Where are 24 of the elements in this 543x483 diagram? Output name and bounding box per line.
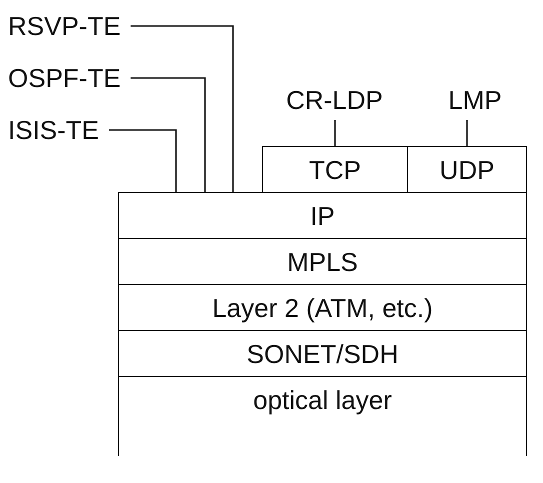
connector-line [334,120,336,146]
layer-label: MPLS [287,248,358,274]
layer-box [407,146,527,193]
layer-label: TCP [309,156,361,182]
layer-label: SONET/SDH [246,340,398,366]
connector-line [109,129,177,192]
connector-line [130,25,234,192]
protocol-label: LMP [448,87,502,113]
layer-label: UDP [440,156,494,182]
layer-box [118,376,527,456]
layer-box [118,192,527,239]
protocol-label: OSPF-TE [8,65,121,91]
protocol-label: RSVP-TE [8,13,121,39]
protocol-label: ISIS-TE [8,117,100,143]
layer-box [118,238,527,285]
connector-line [466,120,468,146]
layer-label: optical layer [253,387,392,417]
layer-label: IP [310,202,335,228]
protocol-label: CR-LDP [286,87,383,113]
layer-box [118,284,527,331]
connector-line [130,77,206,192]
layer-box [118,330,527,377]
layer-label: Layer 2 (ATM, etc.) [212,294,433,320]
layer-box [262,146,408,193]
